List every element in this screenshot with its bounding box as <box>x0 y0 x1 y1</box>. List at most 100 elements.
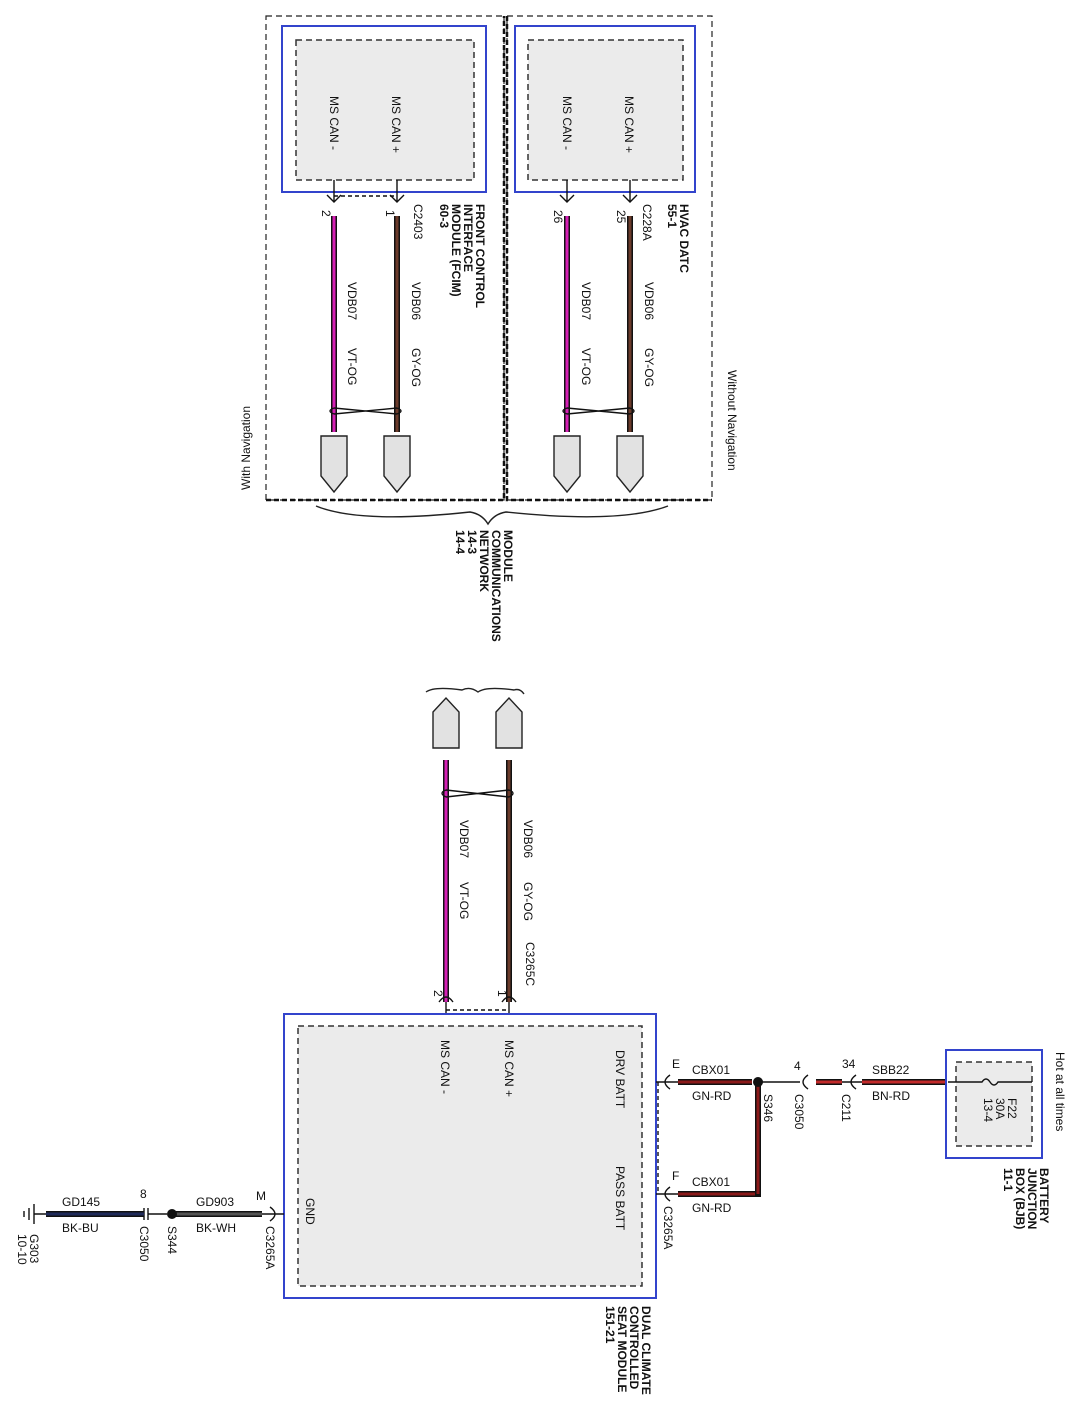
ground-symbol-icon <box>23 1204 46 1224</box>
with-navigation-region-bottom <box>266 16 506 502</box>
middle-color-gy-og: GY-OG <box>521 882 535 921</box>
gd145-circuit: GD145 <box>62 1195 100 1209</box>
seat-pin-ms-can-minus: MS CAN - <box>438 1040 452 1094</box>
bjb-line-3: BOX (BJB) <box>1013 1168 1027 1229</box>
ground-path: M C3265A GD903 BK-WH S344 8 C3050 GD145 … <box>15 1187 284 1269</box>
seat-pin-pass-batt: PASS BATT <box>613 1166 627 1231</box>
fcim-plug-2 <box>320 435 348 494</box>
middle-wire-vdb07: VDB07 VT-OG <box>443 760 471 1002</box>
seat-name-line-3: SEAT MODULE <box>615 1306 629 1392</box>
sbb22-circuit: SBB22 <box>872 1063 910 1077</box>
fcim-color-gy-og: GY-OG <box>409 348 423 387</box>
hvac-plug-1 <box>616 435 644 494</box>
c3050-pin-label: 4 <box>794 1059 801 1073</box>
fcim-circuit-vdb07: VDB07 <box>345 282 359 320</box>
fcim-module: MS CAN + MS CAN - FRONT CONTROL INTERFAC… <box>281 25 487 308</box>
bjb-line-4: 11-1 <box>1001 1168 1015 1192</box>
middle-plug-vdb06 <box>495 696 523 749</box>
hvac-twist <box>562 407 635 415</box>
splice-s346-label: S346 <box>761 1094 775 1122</box>
c211-pin-label: 34 <box>842 1057 856 1071</box>
splice-s346 <box>753 1077 763 1087</box>
splice-s344-label: S344 <box>165 1226 179 1254</box>
c3050-ground-pin-label: 8 <box>140 1187 147 1201</box>
network-ref-line-5: 14-4 <box>453 530 467 554</box>
fcim-color-vt-og: VT-OG <box>345 348 359 385</box>
hvac-wire-vdb07: 26 VDB07 VT-OG <box>551 180 593 432</box>
middle-wire-vdb06: VDB06 GY-OG <box>506 760 535 1002</box>
fuse-line-1: F22 <box>1005 1098 1019 1119</box>
fcim-name-line-2: INTERFACE <box>461 204 475 272</box>
battery-junction-box: F22 30A 13-4 Hot at all times BATTERY JU… <box>945 1049 1067 1229</box>
c3050-pin <box>802 1074 809 1090</box>
hvac-name-line-1: HVAC DATC <box>677 204 691 273</box>
fcim-connector: C2403 <box>411 204 425 240</box>
middle-plug-vdb07 <box>432 696 460 749</box>
hvac-circuit-vdb06: VDB06 <box>642 282 656 320</box>
seat-name-line-4: 151-21 <box>603 1306 617 1344</box>
middle-color-vt-og: VT-OG <box>457 882 471 919</box>
network-brace-bottom <box>425 687 525 695</box>
pass-batt-feed: F CBX01 GN-RD C3265A <box>656 1086 761 1249</box>
c3265a-pin-m <box>269 1206 276 1222</box>
fuse-line-3: 13-4 <box>981 1098 995 1122</box>
fcim-pin-1: 1 <box>383 210 397 217</box>
drv-batt-feed: E CBX01 GN-RD <box>656 1057 752 1103</box>
bjb-line-2: JUNCTION <box>1025 1168 1039 1229</box>
pass-circuit: CBX01 <box>692 1175 730 1189</box>
splice-s344 <box>167 1209 177 1219</box>
hvac-circuit-vdb07: VDB07 <box>579 282 593 320</box>
c3050-label: C3050 <box>792 1094 806 1130</box>
c211-label: C211 <box>839 1094 853 1122</box>
hvac-pin-ms-can-plus: MS CAN + <box>622 96 636 153</box>
middle-circuit-vdb06: VDB06 <box>521 820 535 858</box>
fcim-plug-1 <box>383 435 411 494</box>
seat-pin-gnd: GND <box>303 1198 317 1225</box>
fcim-name-line-4: 60-3 <box>437 204 451 228</box>
seat-name-line-1: DUAL CLIMATE <box>639 1306 653 1395</box>
hvac-color-gy-og: GY-OG <box>642 348 656 387</box>
pin-f-label: F <box>672 1169 679 1183</box>
fcim-pin-ms-can-minus: MS CAN - <box>327 96 341 150</box>
hvac-connector: C228A <box>640 204 654 241</box>
seat-pin-drv-batt: DRV BATT <box>613 1050 627 1109</box>
hvac-pin-ms-can-minus: MS CAN - <box>560 96 574 150</box>
hvac-color-vt-og: VT-OG <box>579 348 593 385</box>
hvac-pin-25: 25 <box>614 210 628 224</box>
middle-pin-2: 2 <box>431 990 445 997</box>
network-ref-line-2: COMMUNICATIONS <box>489 530 503 642</box>
network-brace-top <box>315 505 669 526</box>
pin-m-label: M <box>256 1189 266 1203</box>
network-ref-line-4: 14-3 <box>465 530 479 554</box>
fcim-name-line-3: MODULE (FCIM) <box>449 204 463 297</box>
fcim-wire-vdb07: 2 VDB07 VT-OG <box>319 180 359 432</box>
gd903-color: BK-WH <box>196 1221 236 1235</box>
network-ref-line-1: MODULE <box>501 530 515 582</box>
without-navigation-label: Without Navigation <box>725 370 739 471</box>
c3050-ground-label: C3050 <box>137 1226 151 1262</box>
fuse-line-2: 30A <box>993 1098 1007 1119</box>
gd145-color: BK-BU <box>62 1221 99 1235</box>
seat-connector-a: C3265A <box>661 1206 675 1249</box>
fcim-pin-2: 2 <box>319 210 333 217</box>
network-ref-line-3: NETWORK <box>477 530 491 592</box>
hvac-name-line-2: 55-1 <box>665 204 679 228</box>
middle-connector: C3265C <box>523 942 537 986</box>
hot-at-all-times: Hot at all times <box>1053 1052 1067 1131</box>
ground-point-label: G303 <box>27 1234 41 1264</box>
bjb-line-1: BATTERY <box>1037 1168 1051 1223</box>
hvac-wire-vdb06: 25 VDB06 GY-OG <box>614 180 656 432</box>
with-navigation-label: With Navigation <box>239 406 253 490</box>
seat-module: MS CAN + MS CAN - DRV BATT PASS BATT GND… <box>283 1013 657 1395</box>
pass-color: GN-RD <box>692 1201 732 1215</box>
fcim-wire-vdb06: 1 VDB06 GY-OG <box>383 180 423 432</box>
seat-name-line-2: CONTROLLED <box>627 1306 641 1390</box>
hvac-plug-2 <box>553 435 581 494</box>
fcim-name-line-1: FRONT CONTROL <box>473 204 487 308</box>
middle-circuit-vdb07: VDB07 <box>457 820 471 858</box>
hvac-module: MS CAN + MS CAN - HVAC DATC 55-1 C228A <box>514 25 696 273</box>
fcim-pin-ms-can-plus: MS CAN + <box>389 96 403 153</box>
seat-pin-ms-can-plus: MS CAN + <box>502 1040 516 1097</box>
hvac-pin-26: 26 <box>551 210 565 224</box>
